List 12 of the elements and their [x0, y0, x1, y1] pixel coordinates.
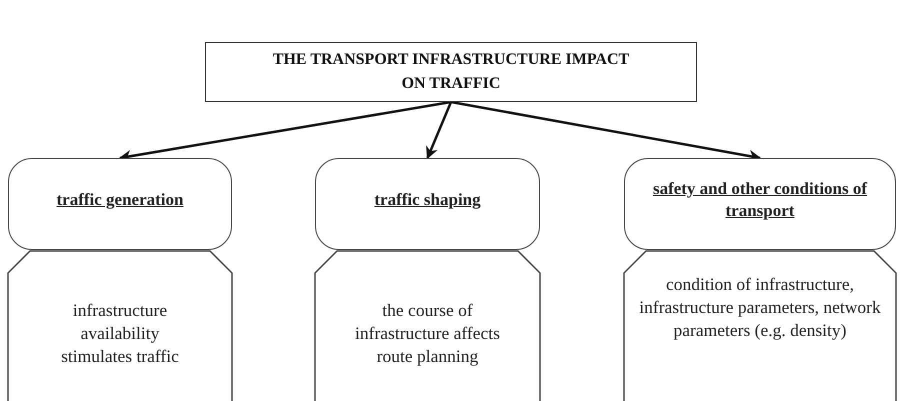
rounded-box	[624, 158, 896, 250]
rounded-box	[8, 158, 232, 250]
category-heading: traffic generation	[56, 188, 184, 211]
description-text: infrastructure availability stimulates traffic	[60, 299, 180, 368]
arrow	[426, 102, 452, 160]
category-heading: traffic shaping	[374, 188, 481, 211]
description-text: the course of infrastructure affects route planning	[354, 299, 501, 368]
description-text: condition of infrastructure, infrastructure parameters, network parameters (e.g. density)	[638, 273, 882, 342]
category-heading: safety and other conditions of transport	[652, 178, 868, 222]
title-box	[205, 42, 697, 102]
box-label: THE TRANSPORT INFRASTRUCTURE IMPACT ON TRAFFIC	[272, 50, 630, 94]
rounded-box	[315, 158, 540, 250]
